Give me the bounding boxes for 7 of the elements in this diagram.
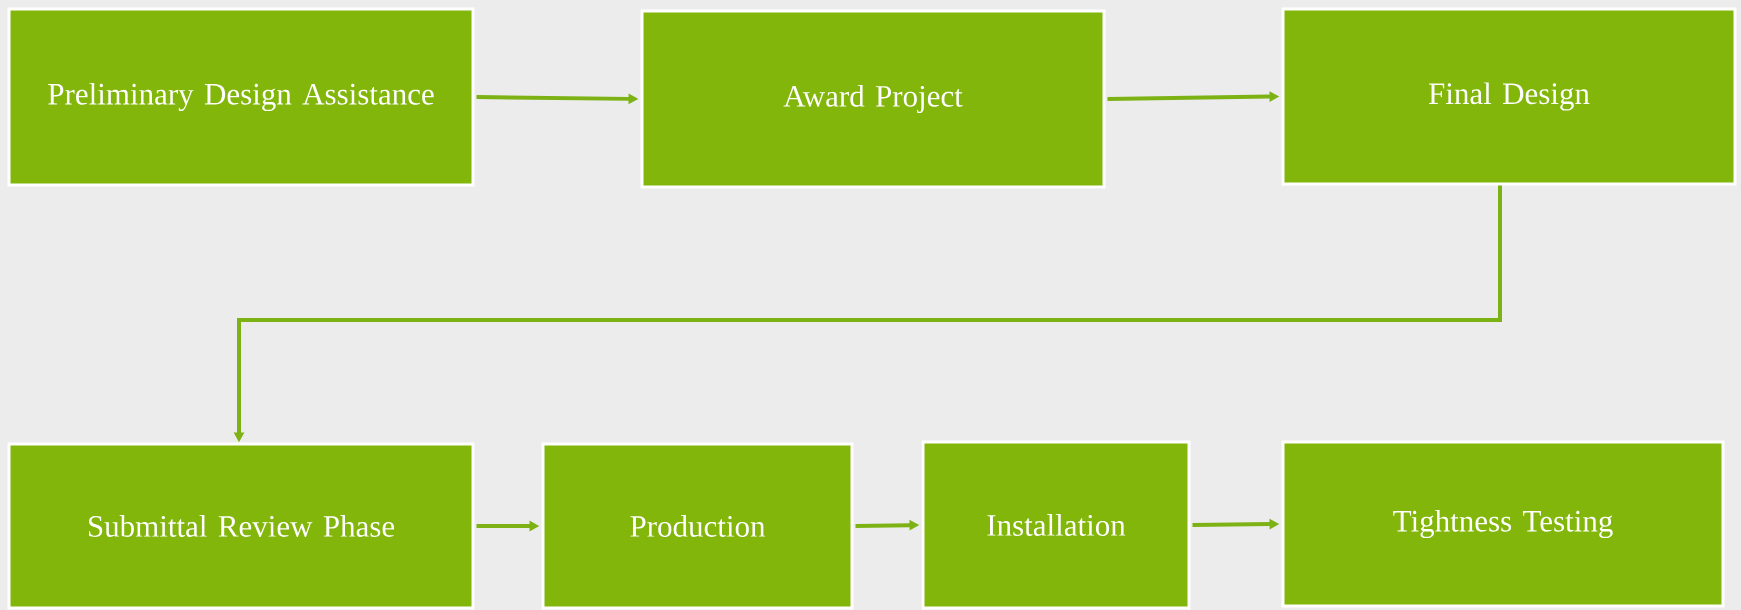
process-box: Production (541, 442, 854, 610)
process-box: Preliminary Design Assistance (7, 7, 475, 187)
process-box: Submittal Review Phase (7, 442, 475, 610)
process-box: Final Design (1281, 7, 1737, 186)
process-box: Award Project (640, 9, 1106, 189)
process-box: Tightness Testing (1281, 440, 1725, 608)
process-box: Installation (921, 440, 1191, 610)
